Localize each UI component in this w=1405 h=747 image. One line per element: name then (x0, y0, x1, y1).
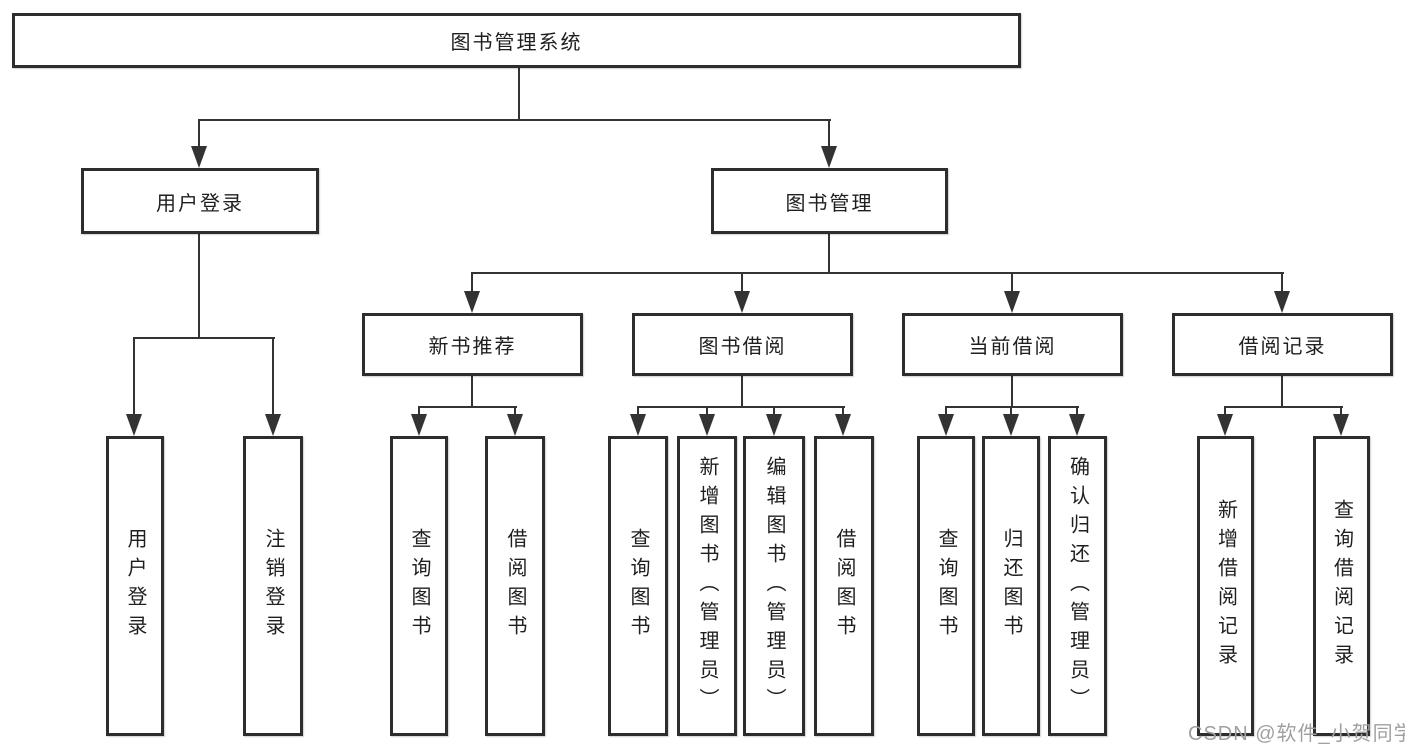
connector-line (741, 376, 743, 408)
leaf-add-book-label: 新增图书（管理员） (696, 455, 718, 717)
node-book-borrow-label: 图书借阅 (698, 336, 787, 358)
leaf-query-book-3: 查询图书 (917, 436, 975, 736)
leaf-logout: 注销登录 (243, 436, 303, 736)
arrowhead (126, 414, 142, 436)
connector-line (418, 406, 420, 416)
connector-line (842, 406, 844, 416)
connector-line (1224, 406, 1343, 408)
arrowhead (265, 414, 281, 436)
connector-line (1281, 272, 1283, 293)
connector-line (514, 406, 516, 416)
connector-line (1076, 406, 1078, 416)
arrowhead (699, 414, 715, 436)
connector-line (1224, 406, 1226, 416)
csdn-watermark: CSDN @软件_小贺同学 (1188, 723, 1405, 745)
connector-line (706, 406, 708, 416)
connector-line (471, 376, 473, 408)
leaf-query-book-1-label: 查询图书 (408, 528, 430, 644)
connector-line (637, 406, 845, 408)
leaf-borrow-book-2-label: 借阅图书 (833, 528, 855, 644)
node-root: 图书管理系统 (12, 13, 1021, 68)
connector-line (198, 119, 831, 121)
connector-line (1340, 406, 1342, 416)
connector-line (945, 406, 947, 416)
node-user-login-label: 用户登录 (156, 192, 244, 215)
arrowhead (835, 414, 851, 436)
connector-line (133, 337, 275, 339)
node-root-label: 图书管理系统 (450, 32, 583, 54)
arrowhead (734, 291, 750, 313)
arrowhead (821, 146, 837, 168)
arrowhead (411, 414, 427, 436)
node-current-borrow-label: 当前借阅 (968, 336, 1057, 358)
arrowhead (1069, 414, 1085, 436)
connector-line (828, 234, 830, 274)
leaf-query-book-2: 查询图书 (608, 436, 668, 736)
node-book-mgmt-label: 图书管理 (785, 192, 874, 215)
leaf-confirm-return: 确认归还（管理员） (1048, 436, 1107, 736)
connector-line (741, 272, 743, 293)
leaf-add-book: 新增图书（管理员） (677, 436, 737, 736)
leaf-query-book-2-label: 查询图书 (627, 528, 649, 644)
node-user-login: 用户登录 (81, 168, 319, 234)
arrowhead (464, 291, 480, 313)
arrowhead (507, 414, 523, 436)
connector-line (198, 119, 200, 148)
arrowhead (1217, 414, 1233, 436)
node-borrow-records-label: 借阅记录 (1238, 336, 1327, 358)
connector-line (471, 272, 1284, 274)
connector-line (945, 406, 1079, 408)
connector-line (1281, 376, 1283, 408)
connector-line (773, 406, 775, 416)
arrowhead (191, 146, 207, 168)
leaf-confirm-return-label: 确认归还（管理员） (1066, 455, 1089, 717)
connector-line (198, 234, 200, 339)
leaf-return-book-label: 归还图书 (1000, 528, 1022, 644)
leaf-return-book: 归还图书 (982, 436, 1040, 736)
connector-line (272, 337, 274, 416)
leaf-borrow-book-1-label: 借阅图书 (504, 528, 526, 644)
leaf-logout-label: 注销登录 (262, 528, 284, 644)
connector-line (471, 272, 473, 293)
node-borrow-records: 借阅记录 (1172, 313, 1393, 376)
leaf-add-record: 新增借阅记录 (1197, 436, 1254, 736)
connector-line (637, 406, 639, 416)
connector-line (1011, 272, 1013, 293)
connector-line (518, 68, 520, 120)
connector-line (828, 119, 830, 148)
leaf-query-book-3-label: 查询图书 (935, 528, 957, 644)
node-current-borrow: 当前借阅 (902, 313, 1123, 376)
node-new-book-rec: 新书推荐 (362, 313, 583, 376)
leaf-borrow-book-1: 借阅图书 (485, 436, 545, 736)
connector-line (133, 337, 135, 416)
leaf-edit-book-label: 编辑图书（管理员） (763, 455, 785, 717)
arrowhead (766, 414, 782, 436)
node-new-book-rec-label: 新书推荐 (428, 336, 517, 358)
connector-line (418, 406, 517, 408)
arrowhead (1333, 414, 1349, 436)
leaf-user-login-label: 用户登录 (124, 528, 146, 644)
arrowhead (1004, 291, 1020, 313)
arrowhead (1003, 414, 1019, 436)
leaf-query-record-label: 查询借阅记录 (1330, 499, 1353, 673)
leaf-user-login: 用户登录 (106, 436, 164, 736)
arrowhead (938, 414, 954, 436)
connector-line (1011, 376, 1013, 408)
leaf-edit-book: 编辑图书（管理员） (743, 436, 805, 736)
arrowhead (1274, 291, 1290, 313)
leaf-query-book-1: 查询图书 (390, 436, 448, 736)
arrowhead (630, 414, 646, 436)
connector-line (1010, 406, 1012, 416)
leaf-query-record: 查询借阅记录 (1313, 436, 1370, 736)
leaf-borrow-book-2: 借阅图书 (814, 436, 874, 736)
node-book-mgmt: 图书管理 (711, 168, 948, 234)
leaf-add-record-label: 新增借阅记录 (1214, 499, 1237, 673)
node-book-borrow: 图书借阅 (632, 313, 853, 376)
